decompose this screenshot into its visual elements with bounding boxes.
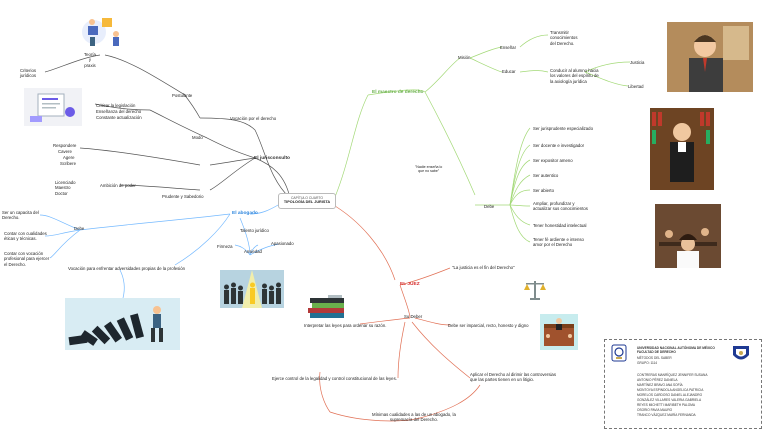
central-topic-chapter: CAPÍTULO CUARTO (290, 196, 324, 200)
fd-shield-icon (731, 344, 751, 364)
quote-justicia: "La justicia es el fin del Derecho" (452, 265, 515, 270)
branch-abogado[interactable]: El abogado (232, 211, 258, 216)
card-member-1: CONTRERAS MANRÍQUEZ JENNIFER SUSANA (637, 373, 708, 377)
label-transmitir: Transmitir conocimientos del Derecho. (550, 30, 578, 46)
label-vocacion-adversidades: Vocación para enfrentar adversidades pro… (68, 266, 186, 271)
branch-jurisconsulto[interactable]: El jurisconsulto (254, 156, 290, 161)
label-maestro-debe: Debe (484, 204, 495, 209)
label-talento: Talento jurídico (240, 228, 269, 233)
label-aplicar-derecho: Aplicar el Derecho al dirimir las contro… (470, 372, 556, 383)
label-ambicion: Ambición de poder (100, 183, 136, 188)
label-abogado-debe: Debe (74, 226, 85, 231)
maestro-item-1: Ser jurisprudente especializado (533, 126, 593, 131)
judge-library-portrait (650, 108, 714, 190)
courtroom-icon (540, 314, 578, 350)
label-mision: Misión (458, 55, 471, 60)
quote-nadie-ensena: "Nadie enseña lo que no sabe" (415, 165, 443, 174)
card-member-4: MONTOYA ESPINDOLA ANGELICA PATRICIA (637, 388, 704, 392)
document-workspace-illustration (24, 88, 82, 126)
card-member-9: TRANCO VÁZQUEZ MARÍA FERNANDA (637, 413, 696, 417)
label-firmeza: Firmeza (217, 244, 233, 249)
label-ensenar: Enseñar (500, 45, 517, 50)
activity-3: Constante actualización (96, 115, 142, 120)
card-member-5: MORELOS CARDOSO DANIEL ALEJANDRO (637, 393, 703, 397)
label-justicia: Justicia (630, 60, 645, 65)
card-member-3: MARTÍNEZ BRAVO ANA SOFÍA (637, 383, 683, 387)
label-apasionado: Apasionado (271, 241, 294, 246)
crowd-spotlight-illustration (220, 270, 284, 308)
unam-seal-icon (611, 344, 627, 362)
label-educar: Educar (502, 69, 516, 74)
label-vocacion-derecho: Vocación por el derecho (230, 116, 277, 121)
maestro-item-2: Ser docente e investigador (533, 143, 585, 148)
label-modo: Modo (192, 135, 203, 140)
card-member-7: REYES MICHETTI MARIBETH PALOMA (637, 403, 696, 407)
label-grados: Licenciado Maestro Doctor (55, 180, 76, 196)
activity-2: Enseñanza del derecho (96, 109, 142, 114)
abogado-debe-1: Ser un capacita del Derecho. (2, 210, 39, 221)
maestro-item-8: Tener fé ardiente e intenso amor por el … (533, 237, 584, 248)
central-topic-title: TIPOLOGÍA DEL JURISTA (283, 200, 331, 204)
card-member-6: GONZÁLEZ VILLARES VALERIA GABRIELA (637, 398, 702, 402)
card-university: UNIVERSIDAD NACIONAL AUTÓNOMA DE MÉXICO … (637, 346, 715, 354)
falling-dominoes-illustration (65, 298, 180, 350)
maestro-item-4: Ser autentico (533, 173, 559, 178)
label-prudente: Prudente y Sabedorio (162, 194, 204, 199)
role-2: Cavere (58, 149, 72, 154)
scales-of-justice-icon (522, 278, 548, 302)
label-su-deber: Su Deber (404, 314, 423, 319)
label-interpretar: Interpretar las leyes para ordenar su ra… (304, 323, 387, 328)
abogado-debe-2: Contar con cualidades éticas y técnicas. (4, 231, 47, 242)
role-4: Scribere (60, 161, 77, 166)
label-imparcial: Debe ser imparcial, recto, honesto y dig… (448, 323, 529, 328)
card-member-8: OSORIO PAVIA MAURO (637, 408, 673, 412)
central-topic[interactable]: CAPÍTULO CUARTO TIPOLOGÍA DEL JURISTA (278, 193, 336, 209)
maestro-item-5: Ser abierto (533, 188, 555, 193)
branch-juez[interactable]: EL JUEZ (400, 282, 420, 287)
label-ejerce-control: Ejerce control de la legalidad y control… (272, 376, 397, 381)
label-libertad: Libertad (628, 84, 644, 89)
activity-1: Criticar la legislación (96, 103, 136, 108)
card-grupo: GRUPO: 1114 (637, 361, 658, 365)
label-teoria-praxis: Teoría y praxis (84, 52, 96, 68)
credits-card: UNIVERSIDAD NACIONAL AUTÓNOMA DE MÉXICO … (604, 339, 762, 429)
role-1: Respondere (53, 143, 77, 148)
classroom-portrait (655, 204, 721, 268)
label-postulante: Postulante (172, 93, 193, 98)
people-puzzle-illustration (78, 12, 130, 48)
maestro-item-6: Ampliar, profundizar y actualizar sus co… (533, 201, 588, 212)
abogado-debe-3: Contar con vocación profesional para eje… (4, 251, 50, 267)
maestro-item-3: Ser expositor ameno (533, 158, 573, 163)
maestro-item-7: Tener honestidad intelectual (533, 223, 587, 228)
label-conducir: Conducir al alumno hacia los valores del… (550, 68, 599, 84)
label-ansiedad: Ansiedad (244, 249, 262, 254)
label-criterios: Criterios jurídicos (20, 68, 37, 79)
law-books-icon (304, 294, 350, 322)
card-member-2: ANTONIO PÉREZ DANIELA (637, 378, 678, 382)
role-3: Agere (63, 155, 75, 160)
teacher-portrait (667, 22, 753, 92)
label-minimas-cualidades: Mínimas cualidades a las de un abogado, … (372, 412, 456, 423)
card-materia: MÉTODOS DEL SABER (637, 356, 672, 360)
branch-maestro[interactable]: El maestro de derecho (372, 90, 424, 95)
